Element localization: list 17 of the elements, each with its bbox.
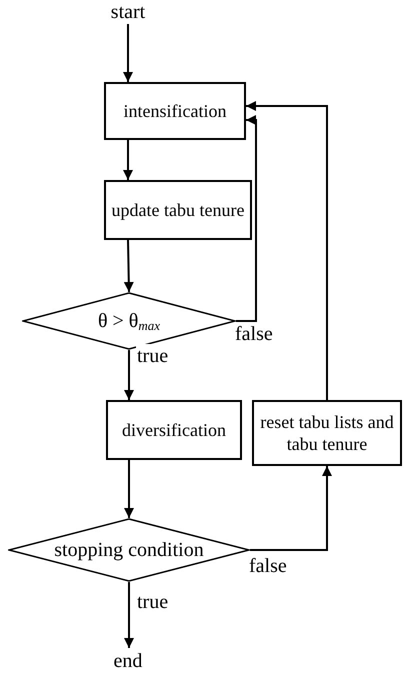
arrow	[124, 240, 134, 292]
decision-diamond: θ > θ$_{max}$	[22, 292, 236, 350]
arrow	[124, 350, 134, 400]
arrow	[246, 101, 328, 400]
process-box: diversification	[106, 400, 242, 460]
end-label: end	[98, 648, 158, 674]
arrow	[250, 466, 332, 551]
arrow	[124, 582, 134, 648]
arrow	[123, 24, 133, 82]
arrow	[124, 460, 134, 518]
arrow	[123, 140, 133, 180]
arrow	[236, 115, 257, 322]
process-box: intensification	[104, 82, 246, 140]
decision-diamond: stopping condition	[8, 518, 250, 582]
start-label: start	[98, 0, 158, 24]
process-box: reset tabu lists and tabu tenure	[252, 400, 402, 466]
process-box: update tabu tenure	[104, 180, 252, 240]
